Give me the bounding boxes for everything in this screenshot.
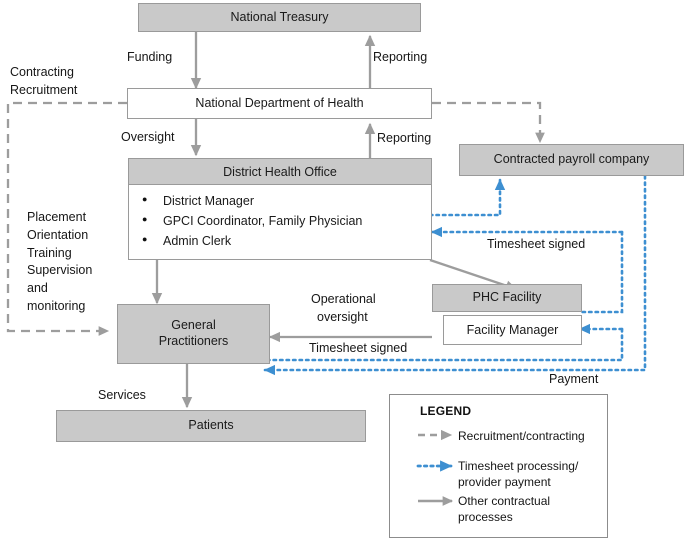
legend-samples [416, 429, 454, 506]
district-health-office-body: District Manager GPCI Coordinator, Famil… [129, 185, 431, 259]
label-reporting-mid: Reporting [377, 131, 432, 145]
node-general-practitioners-line1: General [171, 318, 216, 333]
label-operational-oversight-line1: Operational [311, 292, 376, 306]
node-ndoh-label: National Department of Health [195, 95, 364, 110]
legend: LEGEND Recruitment/contracting Timesheet… [389, 394, 608, 538]
node-facility-manager[interactable]: Facility Manager [443, 315, 582, 345]
node-national-treasury-label: National Treasury [230, 9, 329, 24]
node-district-health-office[interactable]: District Health Office District Manager … [128, 158, 432, 260]
node-patients-label: Patients [188, 418, 234, 433]
node-general-practitioners[interactable]: General Practitioners [117, 304, 270, 364]
edge-right-riser-a [579, 230, 624, 314]
legend-label-other: Other contractual processes [458, 494, 551, 524]
list-item: District Manager [142, 192, 431, 212]
legend-title: LEGEND [420, 404, 472, 418]
node-phc-facility[interactable]: PHC Facility [432, 284, 582, 312]
label-timesheet-signed-lower: Timesheet signed [309, 341, 408, 355]
label-payment: Payment [549, 372, 599, 386]
district-health-office-header: District Health Office [129, 159, 431, 185]
node-contracted-payroll-company[interactable]: Contracted payroll company [459, 144, 684, 176]
label-operational-oversight-line2: oversight [317, 310, 368, 324]
legend-label-timesheet: Timesheet processing/ provider payment [458, 459, 579, 489]
label-reporting-top: Reporting [373, 50, 428, 64]
node-national-treasury[interactable]: National Treasury [138, 3, 421, 32]
node-phc-facility-label: PHC Facility [472, 290, 542, 305]
node-general-practitioners-line2: Practitioners [158, 334, 229, 348]
label-funding: Funding [127, 50, 173, 64]
list-item: GPCI Coordinator, Family Physician [142, 212, 431, 232]
district-health-office-roles: District Manager GPCI Coordinator, Famil… [129, 192, 431, 251]
label-oversight: Oversight [121, 130, 175, 144]
label-timesheet-signed-upper: Timesheet signed [487, 237, 586, 251]
edge-ndoh-to-payroll [432, 101, 545, 144]
node-national-department-of-health[interactable]: National Department of Health [127, 88, 432, 119]
label-services: Services [98, 388, 146, 402]
label-recruitment: Recruitment [10, 83, 78, 97]
node-facility-manager-label: Facility Manager [466, 323, 559, 337]
legend-label-recruitment: Recruitment/contracting [458, 429, 585, 443]
list-item: Admin Clerk [142, 232, 431, 252]
node-patients[interactable]: Patients [56, 410, 366, 442]
label-contracting: Contracting [10, 65, 74, 79]
label-placement-block: Placement Orientation Training Supervisi… [27, 210, 93, 313]
edge-timesheet-to-payroll [428, 178, 506, 217]
district-health-office-title: District Health Office [223, 164, 337, 179]
node-payroll-label: Contracted payroll company [493, 152, 650, 167]
